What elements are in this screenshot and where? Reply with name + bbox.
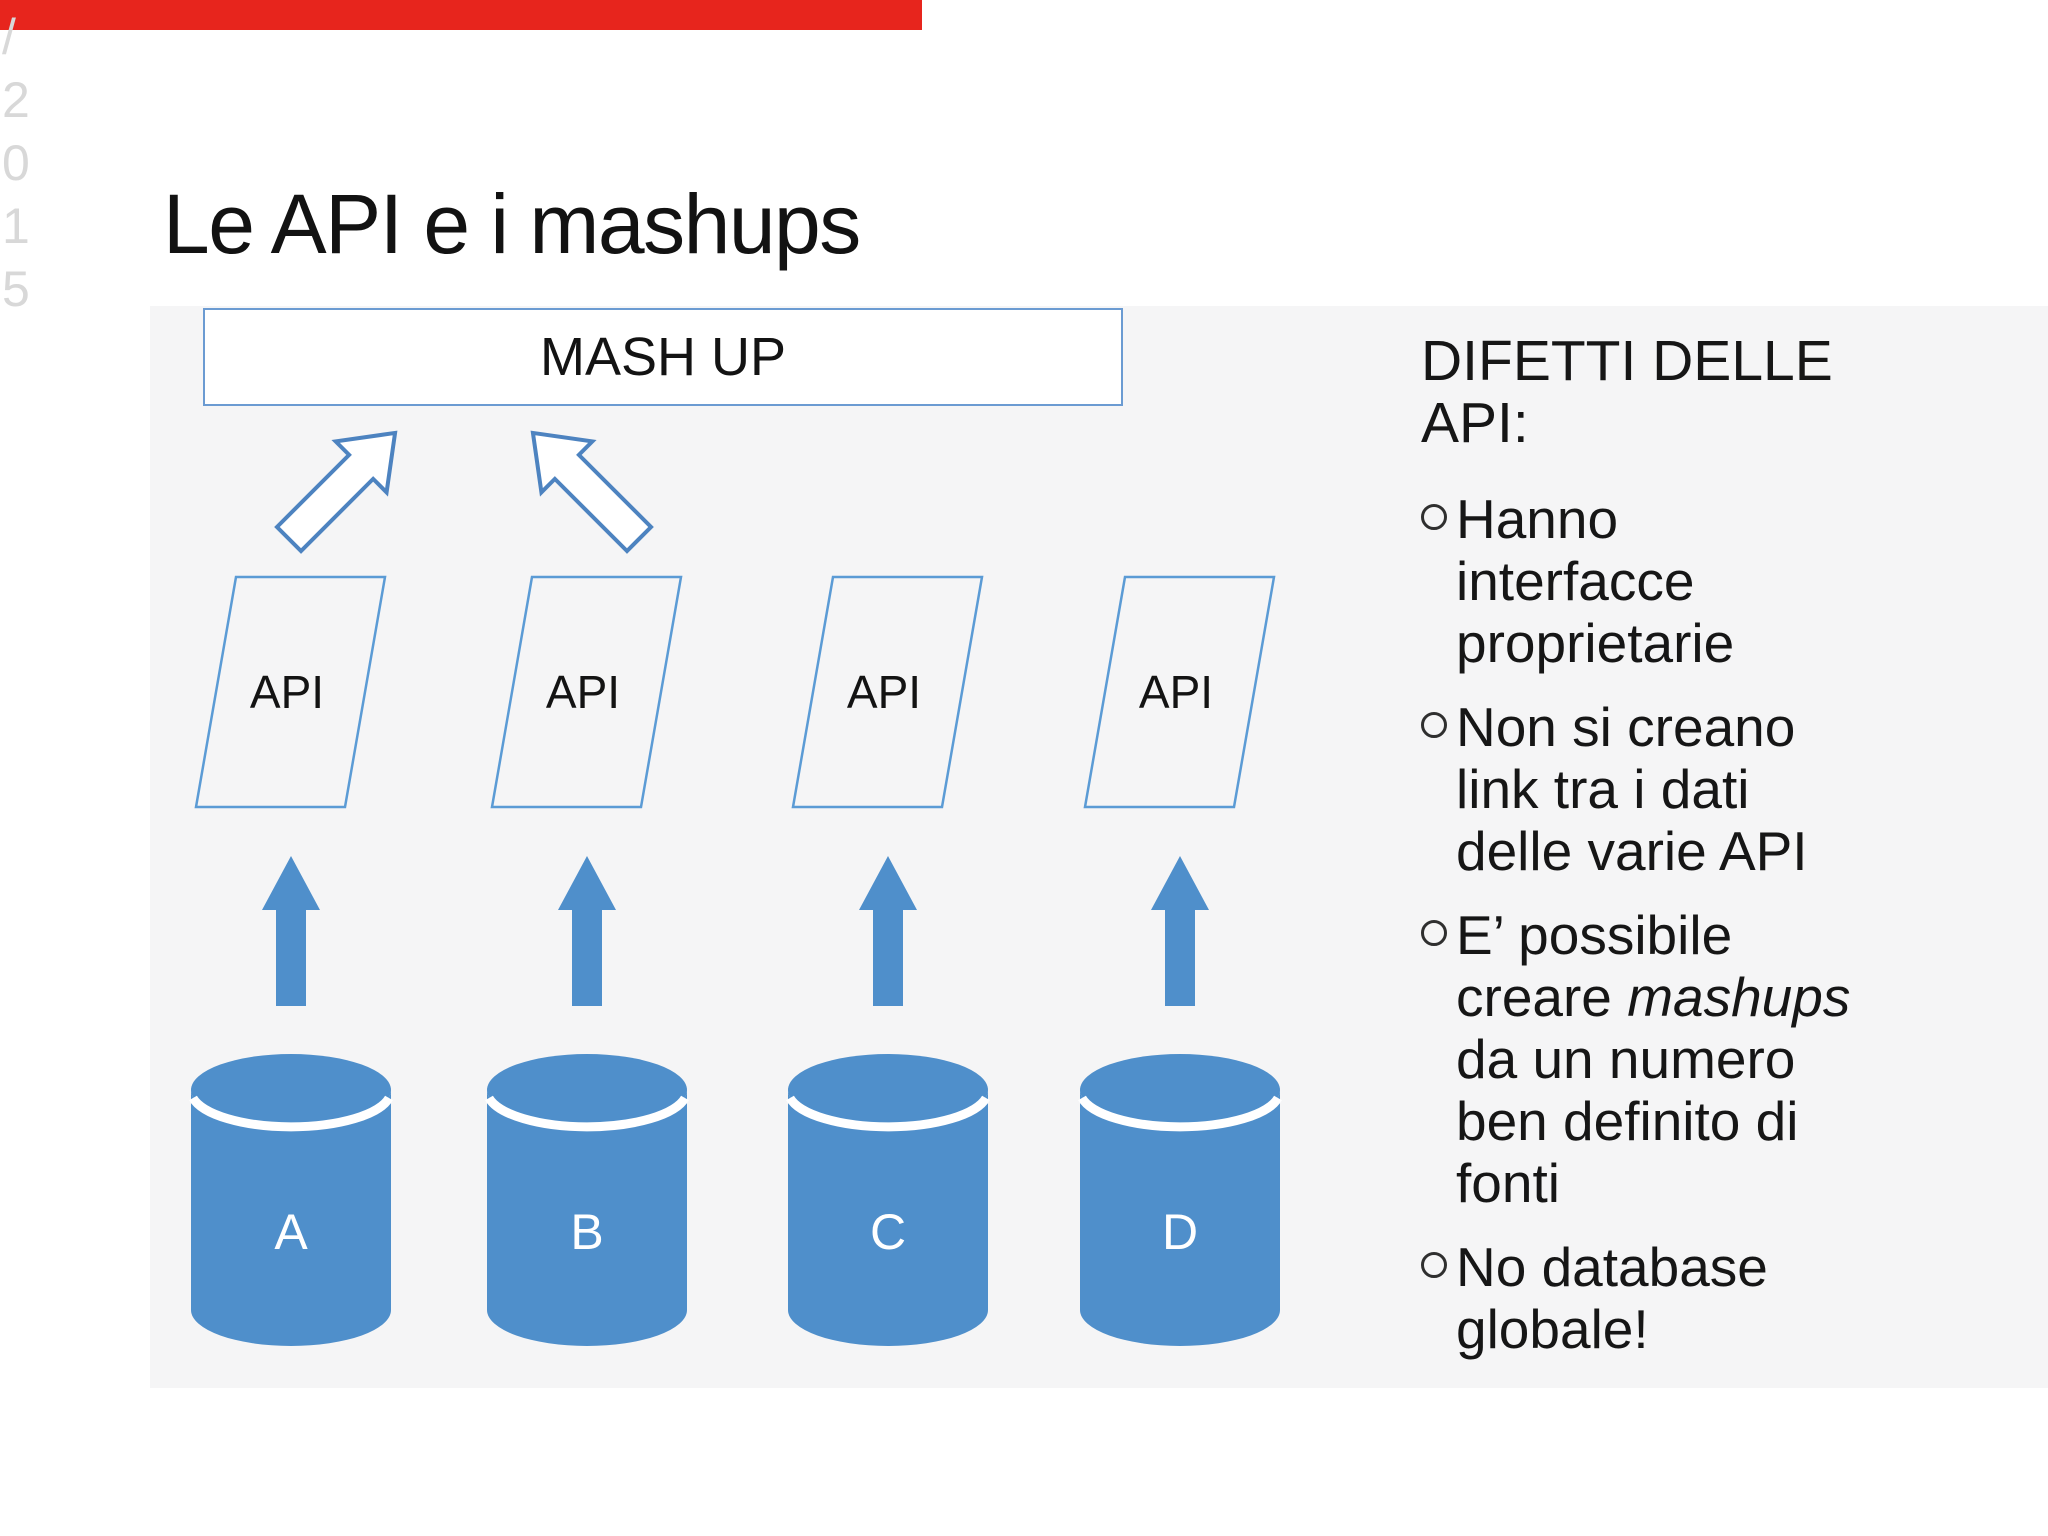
mashup-box-label: MASH UP: [539, 327, 787, 387]
api-parallelogram: API: [194, 575, 387, 809]
date-character: 0: [2, 135, 30, 191]
arrow-up-icon: [558, 856, 616, 1006]
circle-bullet-icon: [1421, 712, 1447, 738]
arrow-up-right-icon: [274, 427, 399, 554]
database-cylinder: D: [1078, 1052, 1282, 1348]
database-cylinder: B: [485, 1052, 689, 1348]
date-character: 1: [2, 198, 30, 254]
arrow-up-icon: [1151, 856, 1209, 1006]
database-cylinder: A: [189, 1052, 393, 1348]
cylinder-label: C: [869, 1204, 907, 1260]
arrow-up-icon: [859, 856, 917, 1006]
rotated-date-text: / 2 0 1 5: [0, 6, 34, 321]
date-character: 5: [2, 261, 30, 317]
circle-bullet-icon: [1421, 920, 1447, 946]
api-label: API: [545, 666, 621, 718]
api-parallelogram: API: [791, 575, 984, 809]
arrow-up-icon: [262, 856, 320, 1006]
api-label: API: [249, 666, 325, 718]
cylinder-label: A: [274, 1204, 308, 1260]
circle-bullet-icon: [1421, 504, 1447, 530]
mashup-box: MASH UP: [203, 308, 1123, 406]
circle-bullet-icon: [1421, 1252, 1447, 1278]
date-character: /: [2, 9, 16, 65]
video-progress-bar[interactable]: [0, 0, 922, 30]
arrow-up-left-icon: [529, 427, 654, 554]
cylinder-label: B: [570, 1204, 604, 1260]
api-parallelogram: API: [490, 575, 683, 809]
api-parallelogram: API: [1083, 575, 1276, 809]
page-title: Le API e i mashups: [163, 177, 861, 271]
database-cylinder: C: [786, 1052, 990, 1348]
api-label: API: [846, 666, 922, 718]
api-label: API: [1138, 666, 1214, 718]
date-character: 2: [2, 72, 30, 128]
cylinder-label: D: [1161, 1204, 1199, 1260]
